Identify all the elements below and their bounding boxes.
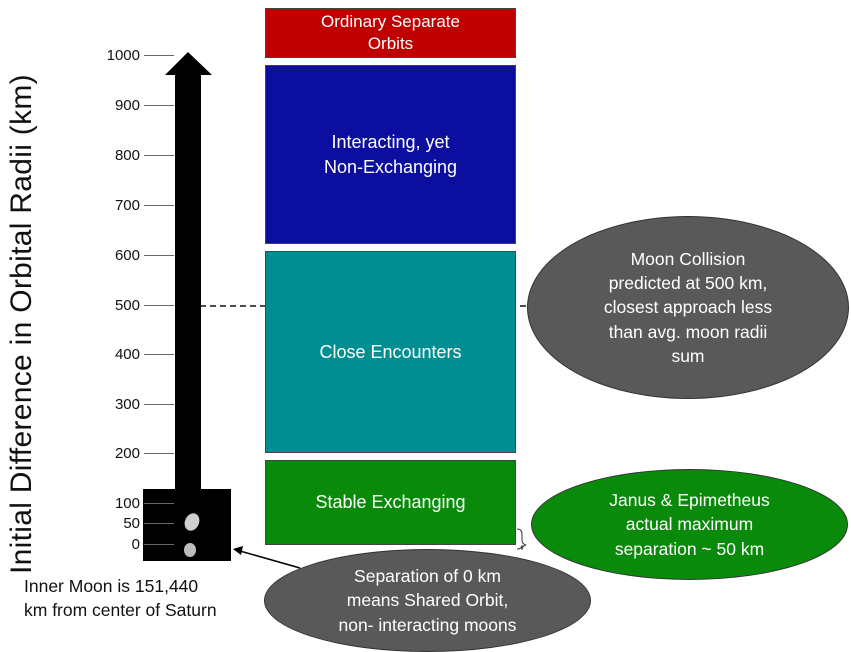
tick-700: 700 <box>100 197 174 214</box>
tick-label: 900 <box>114 97 140 114</box>
tick-label: 0 <box>131 536 140 553</box>
tick-50: 50 <box>100 515 174 532</box>
tick-label: 600 <box>114 247 140 264</box>
arrow-shaft <box>175 72 201 492</box>
shared-orbit-pointer <box>239 550 301 569</box>
tick-300: 300 <box>100 396 174 413</box>
region-stable-exchanging: Stable Exchanging <box>265 460 516 545</box>
tick-label: 300 <box>114 396 140 413</box>
tick-label: 1000 <box>106 47 140 64</box>
region-close-encounters: Close Encounters <box>265 251 516 453</box>
tick-label: 200 <box>114 445 140 462</box>
tick-label: 400 <box>114 346 140 363</box>
shared-orbit-pointer-head <box>233 546 243 555</box>
tick-label: 500 <box>114 297 140 314</box>
callout-shared-orbit: Separation of 0 km means Shared Orbit, n… <box>264 549 591 652</box>
tick-200: 200 <box>100 445 174 462</box>
region-interacting-non-exchanging: Interacting, yet Non-Exchanging <box>265 65 516 244</box>
tick-label: 700 <box>114 197 140 214</box>
tick-600: 600 <box>100 247 174 264</box>
tick-label: 100 <box>114 495 140 512</box>
tick-900: 900 <box>100 97 174 114</box>
tick-1000: 1000 <box>100 47 174 64</box>
region-ordinary-separate-orbits: Ordinary Separate Orbits <box>265 8 516 58</box>
arrow-head <box>165 52 212 75</box>
tick-100: 100 <box>100 495 174 512</box>
tick-0: 0 <box>100 536 174 553</box>
inner-moon-caption: Inner Moon is 151,440 km from center of … <box>24 576 217 621</box>
moon-image-upper <box>184 513 200 531</box>
tick-label: 800 <box>114 147 140 164</box>
moon-image-lower <box>184 543 196 557</box>
brace-connector <box>516 528 527 551</box>
tick-label: 50 <box>123 515 140 532</box>
tick-400: 400 <box>100 346 174 363</box>
callout-janus-epimetheus: Janus & Epimetheus actual maximum separa… <box>531 469 848 580</box>
callout-moon-collision: Moon Collision predicted at 500 km, clos… <box>527 216 849 399</box>
tick-800: 800 <box>100 147 174 164</box>
tick-500: 500 <box>100 297 174 314</box>
